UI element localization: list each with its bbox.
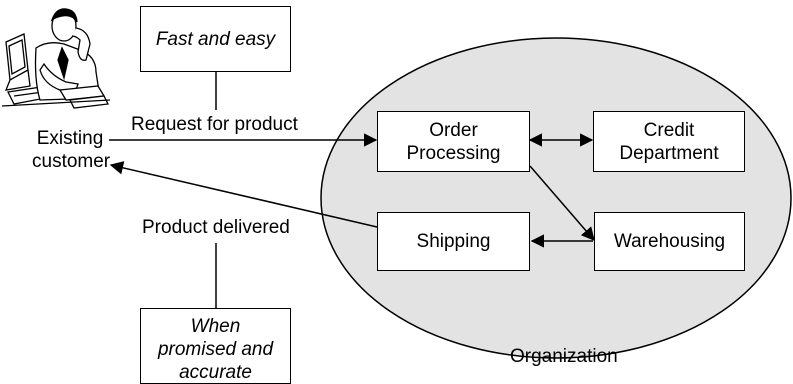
order-processing-line2: Processing bbox=[406, 142, 501, 164]
request-note-box: Fast and easy bbox=[140, 6, 291, 72]
delivery-note-line3: accurate bbox=[179, 362, 252, 383]
organization-label: Organization bbox=[510, 346, 618, 367]
order-warehouse-arrow bbox=[529, 165, 595, 242]
customer-label: Existing customer bbox=[32, 127, 111, 173]
warehousing-box: Warehousing bbox=[594, 212, 745, 271]
warehousing-label: Warehousing bbox=[613, 231, 726, 252]
shipping-label: Shipping bbox=[416, 231, 491, 252]
delivered-arrow bbox=[109, 161, 378, 228]
delivery-note-box: When promised and accurate bbox=[140, 308, 291, 384]
order-processing-line1: Order bbox=[429, 119, 478, 141]
request-label: Request for product bbox=[131, 114, 298, 135]
person-on-phone-at-computer-icon bbox=[1, 8, 111, 109]
customer-label-line1: Existing bbox=[36, 128, 104, 149]
request-note-text: Fast and easy bbox=[155, 28, 276, 50]
organization-ellipse bbox=[320, 37, 792, 359]
delivery-note-line1: When bbox=[190, 316, 241, 337]
credit-department-line1: Credit bbox=[643, 119, 695, 141]
delivery-note-line2: promised and bbox=[157, 339, 274, 360]
delivered-label: Product delivered bbox=[142, 217, 290, 238]
customer-label-line2: customer bbox=[32, 151, 111, 172]
credit-department-line2: Department bbox=[619, 142, 719, 164]
shipping-box: Shipping bbox=[377, 212, 530, 271]
credit-department-box: Credit Department bbox=[593, 111, 745, 172]
order-processing-box: Order Processing bbox=[377, 111, 530, 172]
